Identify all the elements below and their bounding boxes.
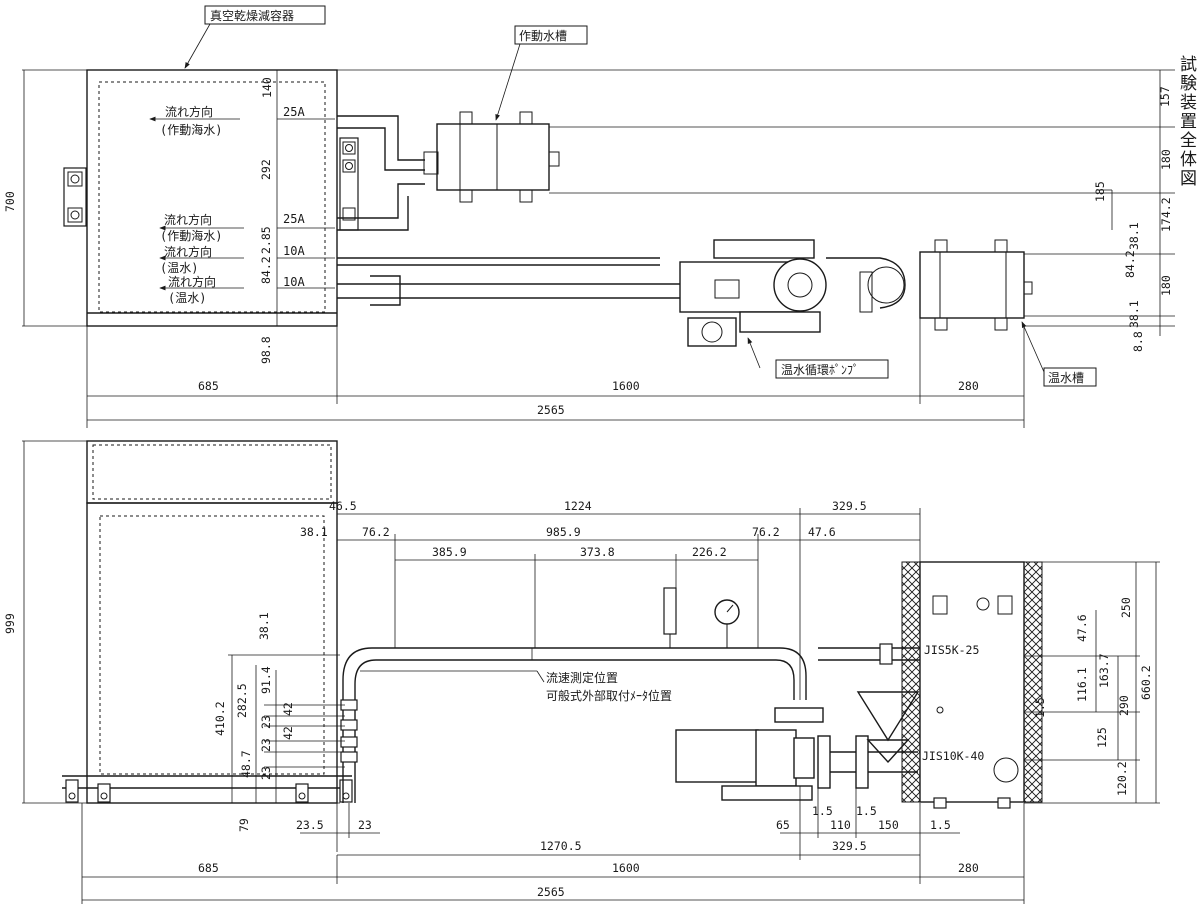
bdim-280: 280 (958, 379, 979, 393)
rdim-side-116.1: 116.1 (1075, 667, 1089, 702)
hot-tank-label: 温水槽 (1048, 371, 1084, 385)
tdim-38.1: 38.1 (300, 525, 328, 539)
vdim-side-42-a: 42 (281, 702, 295, 716)
vdim-2.85: 2.85 (259, 226, 273, 254)
bdim-side-23: 23 (358, 818, 372, 832)
flow-label-4-line1: 流れ方向 (168, 274, 216, 289)
vdim-98.8: 98.8 (259, 336, 273, 364)
vdim-side-410.2: 410.2 (213, 701, 227, 736)
vdim-292: 292 (259, 159, 273, 180)
bdim-2565: 2565 (537, 403, 565, 417)
tdim-46.5: 46.5 (329, 499, 357, 513)
rdim-side-47.6: 47.6 (1075, 614, 1089, 642)
vdim-side-282.5: 282.5 (235, 683, 249, 718)
pipe-size-10a-2: 10A (283, 275, 305, 289)
rdim-38.1-a: 38.1 (1127, 222, 1141, 250)
tdim-385.9: 385.9 (432, 545, 467, 559)
side-height-999: 999 (3, 613, 17, 634)
pipe-size-25a-1: 25A (283, 105, 305, 119)
flow-label-1-line1: 流れ方向 (165, 104, 213, 119)
bdim-side-150: 150 (878, 818, 899, 832)
side-overall-685: 685 (198, 861, 219, 875)
rdim-84.2: 84.2 (1123, 250, 1137, 278)
rdim-8.8: 8.8 (1131, 331, 1145, 352)
bdim-side-110: 110 (830, 818, 851, 832)
rdim-side-125: 125 (1095, 727, 1109, 748)
pump-label: 温水循環ﾎﾟﾝﾌﾟ (781, 363, 859, 377)
bdim-side-329.5: 329.5 (832, 839, 867, 853)
pipe-size-10a-1: 10A (283, 244, 305, 258)
rdim-side-120.2: 120.2 (1115, 761, 1129, 796)
tdim-76.2-a: 76.2 (362, 525, 390, 539)
side-view: 999 (3, 440, 1160, 904)
bdim-685: 685 (198, 379, 219, 393)
rdim-side-290: 290 (1117, 695, 1131, 716)
pipe-size-25a-2: 25A (283, 212, 305, 226)
hot-water-pump (679, 239, 906, 347)
rdim-157: 157 (1158, 86, 1172, 107)
vdim-side-38.1: 38.1 (257, 612, 271, 640)
working-tank (423, 111, 560, 203)
bdim-side-23.5: 23.5 (296, 818, 324, 832)
working-tank-label: 作動水槽 (519, 29, 567, 43)
flow-label-2-line1: 流れ方向 (164, 212, 212, 227)
rdim-side-163.7: 163.7 (1097, 653, 1111, 688)
drawing-title: 試験装置全体図 (1176, 55, 1197, 188)
vdim-side-23-c: 23 (259, 766, 273, 780)
rdim-174.2: 174.2 (1159, 197, 1173, 232)
side-overall-280: 280 (958, 861, 979, 875)
flow-label-2-line2: (作動海水) (160, 228, 222, 243)
vdim-side-23-a: 23 (259, 715, 273, 729)
bdim-side-1.5-c: 1.5 (930, 818, 951, 832)
rdim-180: 180 (1159, 149, 1173, 170)
vdim-side-79: 79 (237, 818, 251, 832)
vdim-side-91.4: 91.4 (259, 666, 273, 694)
side-pump (675, 691, 920, 801)
rdim-180-b: 180 (1159, 275, 1173, 296)
rdim-side-250: 250 (1119, 597, 1133, 618)
vdim-side-42-b: 42 (281, 726, 295, 740)
bdim-side-1270.5: 1270.5 (540, 839, 582, 853)
flow-label-1-line2: (作動海水) (160, 122, 222, 137)
tdim-47.6: 47.6 (808, 525, 836, 539)
tdim-373.8: 373.8 (580, 545, 615, 559)
vdim-84.2: 84.2 (259, 256, 273, 284)
tdim-1224: 1224 (564, 499, 592, 513)
rdim-side-1.5: 1.5 (1033, 697, 1047, 718)
side-overall-1600: 1600 (612, 861, 640, 875)
hot-water-tank (919, 239, 1033, 331)
chamber-label: 真空乾燥減容器 (210, 8, 294, 23)
rdim-38.1-b: 38.1 (1127, 300, 1141, 328)
flange-jis5k-25: JIS5K-25 (924, 643, 979, 657)
tdim-226.2: 226.2 (692, 545, 727, 559)
vdim-side-48.7: 48.7 (239, 750, 253, 778)
bdim-side-1.5-a: 1.5 (812, 804, 833, 818)
rdim-side-660.2: 660.2 (1139, 665, 1153, 700)
top-view: 真空乾燥減容器 流れ方向 (作動海水) 流れ方向 (作動海水) 流れ方向 (温水… (3, 5, 1175, 428)
rdim-185: 185 (1093, 181, 1107, 202)
bdim-side-65: 65 (776, 818, 790, 832)
bdim-1600: 1600 (612, 379, 640, 393)
vacuum-chamber-outline (86, 69, 338, 327)
flange-jis10k-40: JIS10K-40 (922, 749, 984, 763)
top-height-700: 700 (3, 191, 17, 212)
flow-measure-point: 流速測定位置 (546, 670, 618, 685)
flow-label-4-line2: (温水) (168, 291, 206, 305)
tdim-329.5: 329.5 (832, 499, 867, 513)
side-chamber-outline (86, 440, 338, 504)
tdim-985.9: 985.9 (546, 525, 581, 539)
bdim-side-1.5-b: 1.5 (856, 804, 877, 818)
vdim-140: 140 (260, 77, 274, 98)
tdim-76.2-b: 76.2 (752, 525, 780, 539)
meter-position: 可般式外部取付ﾒｰﾀ位置 (546, 688, 672, 703)
flow-label-3-line1: 流れ方向 (164, 244, 212, 259)
side-overall-2565: 2565 (537, 885, 565, 899)
vdim-side-23-b: 23 (259, 738, 273, 752)
flow-label-3-line2: (温水) (160, 261, 198, 275)
